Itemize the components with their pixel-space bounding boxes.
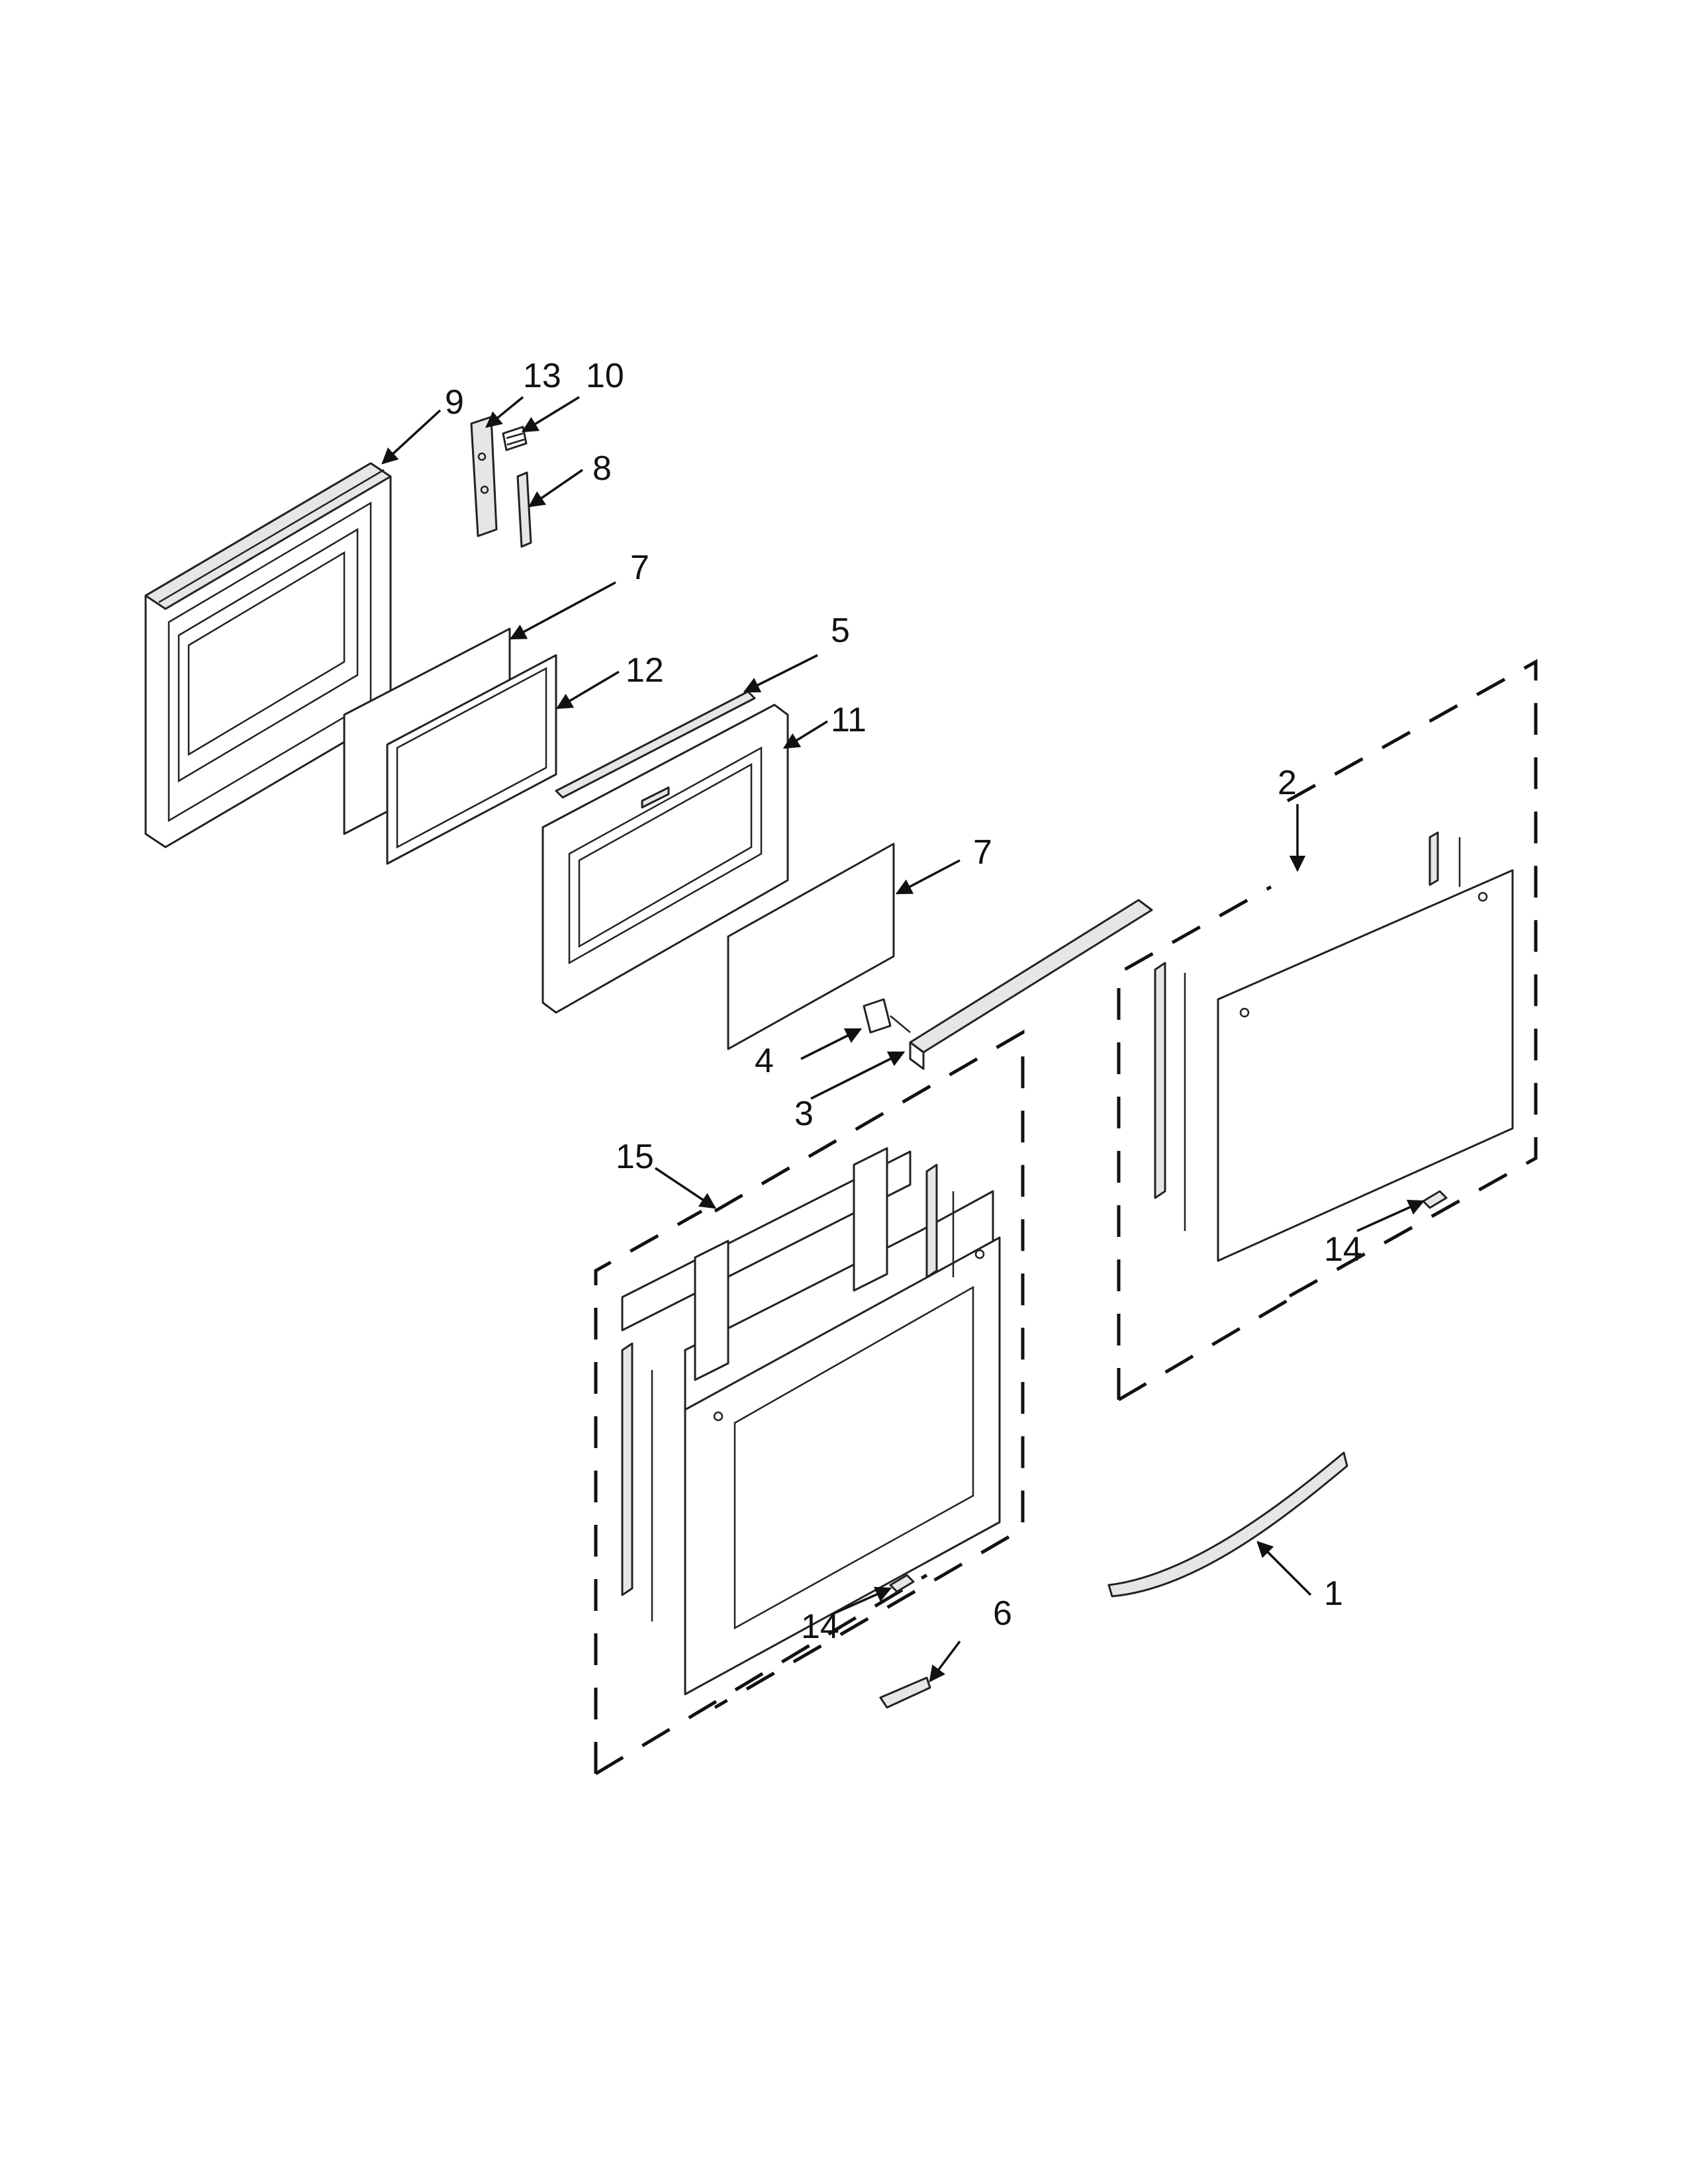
part-1-door-handle	[1107, 1451, 1348, 1598]
callout-1: 1	[1324, 1574, 1343, 1613]
callout-10: 10	[586, 357, 624, 395]
callout-9: 9	[445, 383, 464, 422]
part-2-outer-door-assembly	[1117, 659, 1538, 1402]
callout-14-lower: 14	[801, 1608, 839, 1646]
part-7-glass-panel-lower	[727, 842, 895, 1050]
callout-3: 3	[794, 1095, 814, 1133]
callout-7-upper: 7	[630, 549, 649, 587]
callout-4: 4	[755, 1042, 774, 1080]
callout-labels: 9 13 10 8 7 12 5 11 7 2 4 3 15 14 14 6 1	[445, 357, 1362, 1646]
callout-15: 15	[616, 1138, 654, 1176]
part-4-bolt	[863, 998, 911, 1034]
callout-6: 6	[993, 1594, 1012, 1633]
part-6-lower-hinge	[879, 1676, 931, 1709]
callout-2: 2	[1278, 764, 1297, 802]
leader-lines	[381, 396, 1425, 1682]
part-3-bracket-bar	[909, 899, 1153, 1070]
callout-8: 8	[592, 449, 612, 488]
callout-13: 13	[523, 357, 561, 395]
part-15-lower-door-assembly	[594, 1029, 1025, 1776]
callout-14-right: 14	[1324, 1230, 1362, 1269]
callout-5: 5	[831, 612, 850, 650]
part-8-hinge-receiver	[516, 471, 532, 548]
part-12-glass-frame	[386, 654, 557, 865]
callout-11: 11	[831, 701, 867, 739]
part-13-hinge-bracket	[470, 416, 498, 537]
part-11-inner-door-frame	[541, 704, 789, 1014]
part-5-top-trim	[555, 690, 756, 799]
part-10-hinge-screw	[502, 426, 528, 451]
callout-7-lower: 7	[973, 833, 992, 872]
callout-12: 12	[626, 651, 664, 690]
